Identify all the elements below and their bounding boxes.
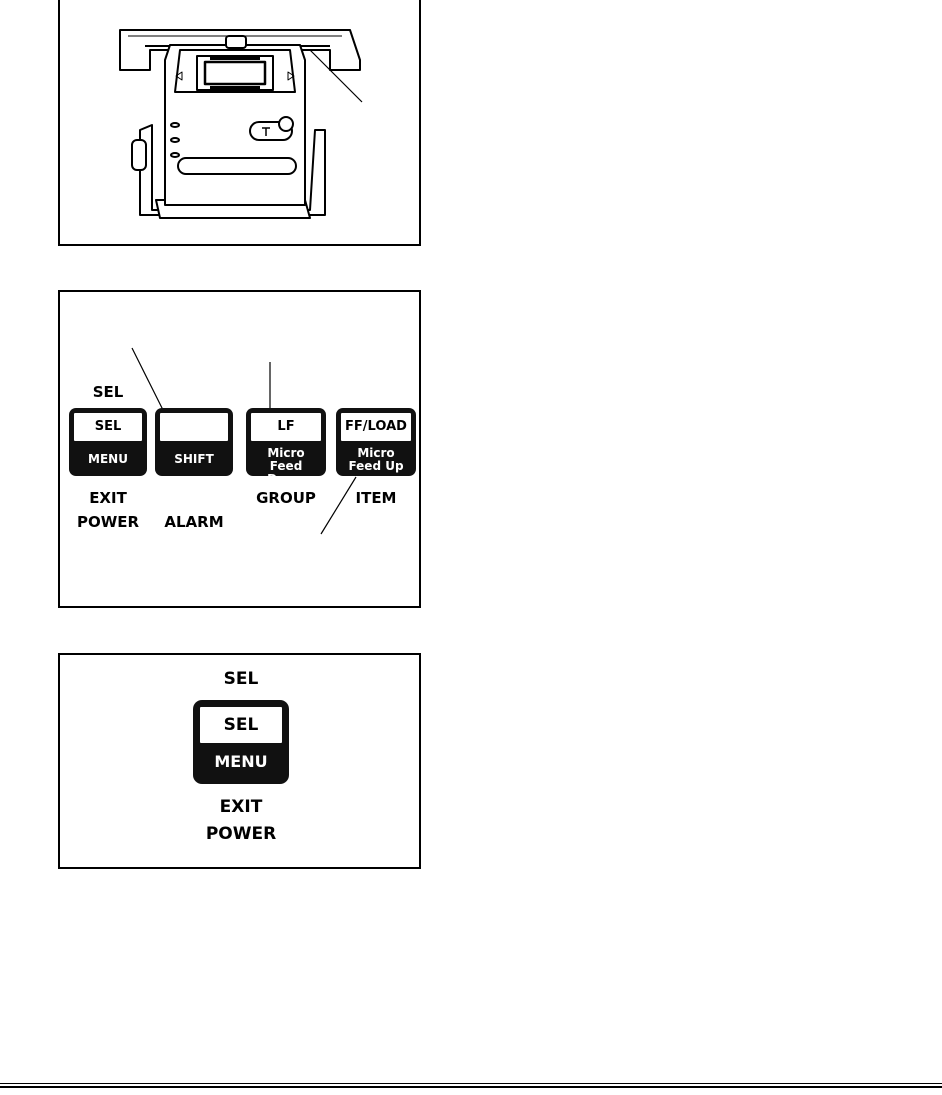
control-panel-figure: SEL SEL MENU SHIFT LF Micro Feed Down FF… (58, 290, 421, 608)
sel-label-above: SEL (223, 669, 259, 689)
footer-rule-thick (0, 1086, 942, 1088)
ff-load-key[interactable]: FF/LOAD Micro Feed Up (336, 408, 416, 476)
sel-menu-key-large[interactable]: SEL MENU (193, 700, 289, 784)
shift-key[interactable]: SHIFT (155, 408, 233, 476)
menu-key-label-large: MENU (214, 752, 268, 771)
lf-key[interactable]: LF Micro Feed Down (246, 408, 326, 486)
panel-leader-lines (131, 347, 357, 535)
power-label-large: POWER (205, 824, 277, 844)
exit-label: EXIT (89, 489, 127, 507)
shift-key-label: SHIFT (174, 452, 214, 466)
group-label: GROUP (256, 489, 316, 507)
exit-label-large: EXIT (219, 797, 263, 817)
power-label: POWER (76, 513, 140, 531)
ribbon-cartridge-illustration (119, 29, 363, 219)
item-label: ITEM (355, 489, 397, 507)
menu-key-label: MENU (88, 452, 128, 466)
shift-key-top-label (160, 413, 228, 441)
alarm-label: ALARM (164, 513, 224, 531)
lf-key-label: LF (251, 413, 321, 441)
footer-rule-thin (0, 1083, 942, 1084)
sel-menu-key-figure: SEL SEL MENU EXIT POWER (58, 653, 421, 869)
sel-key-label-large: SEL (200, 707, 282, 743)
micro-feed-down-label: Micro Feed Down (267, 446, 305, 486)
sel-label-top: SEL (92, 383, 124, 401)
ff-load-key-label: FF/LOAD (341, 413, 411, 441)
sel-key-label: SEL (74, 413, 142, 441)
ribbon-cartridge-figure (58, 0, 421, 246)
micro-feed-up-label: Micro Feed Up (348, 446, 404, 473)
sel-menu-key[interactable]: SEL MENU (69, 408, 147, 476)
